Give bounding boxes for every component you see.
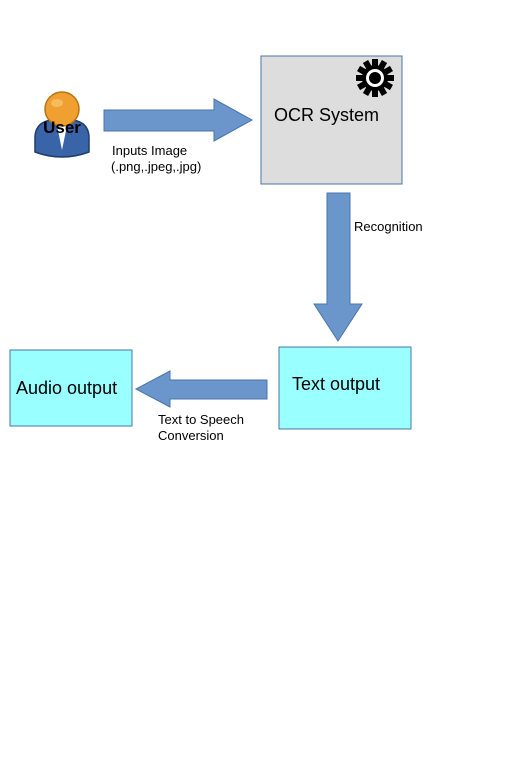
recognition-arrow bbox=[313, 192, 363, 342]
input-arrow-label-line2: (.png,.jpeg,.jpg) bbox=[111, 159, 201, 174]
tts-arrow bbox=[134, 370, 268, 408]
tts-arrow-label-line2: Conversion bbox=[158, 428, 224, 443]
text-output-label: Text output bbox=[292, 374, 380, 394]
recognition-label: Recognition bbox=[354, 219, 423, 234]
input-arrow-label-line1: Inputs Image bbox=[112, 143, 187, 158]
audio-output-label: Audio output bbox=[16, 378, 117, 398]
ocr-system-node: OCR System bbox=[260, 55, 403, 185]
ocr-system-label: OCR System bbox=[274, 105, 379, 125]
text-output-node: Text output bbox=[278, 346, 412, 430]
user-node: User bbox=[34, 91, 90, 158]
tts-arrow-label-line1: Text to Speech bbox=[158, 412, 244, 427]
input-arrow bbox=[103, 98, 254, 142]
user-icon bbox=[34, 91, 90, 158]
audio-output-node: Audio output bbox=[9, 349, 133, 427]
user-label: User bbox=[43, 118, 81, 137]
gear-icon bbox=[356, 59, 394, 97]
